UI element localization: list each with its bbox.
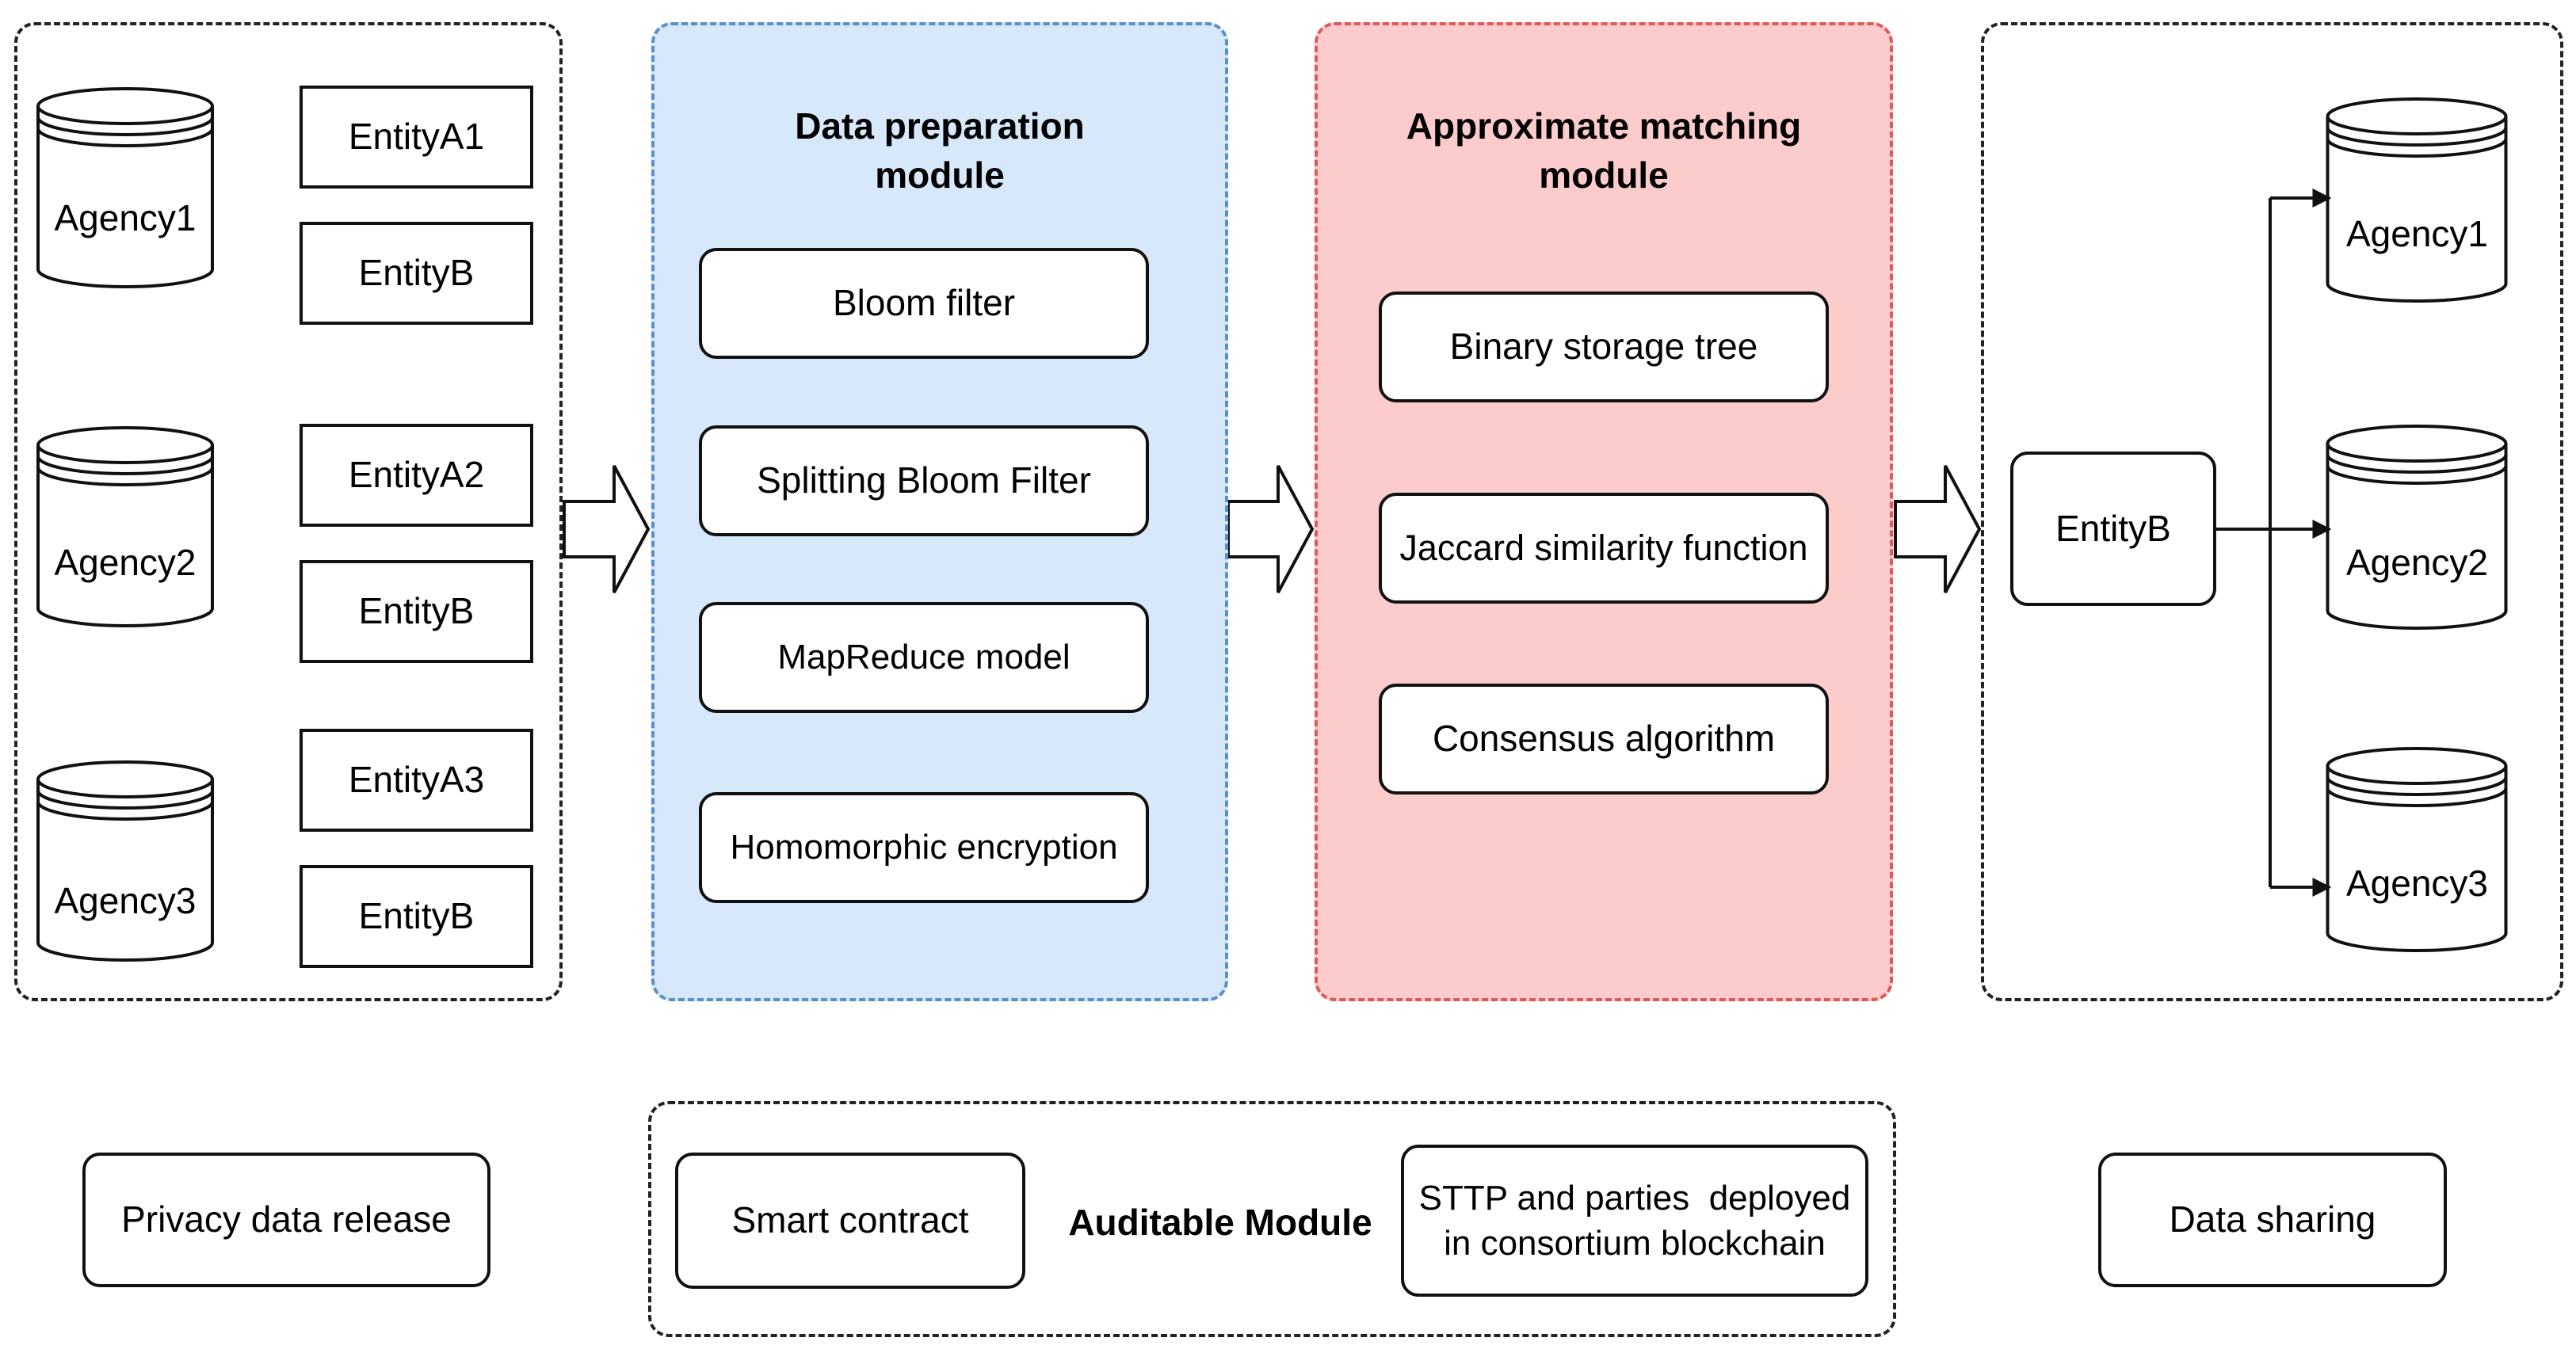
database-icon	[36, 426, 214, 627]
auditable-module-title: Auditable Module	[1068, 1202, 1372, 1243]
entity-box: EntityB	[300, 560, 533, 663]
auditable-module-region	[648, 1101, 1896, 1337]
entity-box: EntityB	[300, 222, 533, 325]
data-sharing-label: Data sharing	[2098, 1153, 2447, 1287]
sharing-region	[1981, 22, 2563, 1001]
release-agency-cylinders	[36, 87, 214, 962]
entity-box: EntityA1	[300, 86, 533, 189]
sharing-agency-label-1: Agency1	[2345, 213, 2488, 254]
privacy-data-release-label: Privacy data release	[82, 1153, 490, 1287]
sttp-consortium-blockchain-box: STTP and parties deployed in consortium …	[1401, 1145, 1868, 1297]
sharing-agency-label-2: Agency2	[2345, 542, 2488, 583]
flow-arrow-release-to-preparation	[563, 465, 651, 593]
entity-box: EntityA3	[300, 729, 533, 832]
step-homomorphic-encryption: Homomorphic encryption	[699, 792, 1149, 903]
release-region	[14, 22, 563, 1001]
database-icon	[2326, 747, 2508, 952]
database-icon	[2326, 425, 2508, 630]
release-agency-label-3: Agency3	[54, 880, 197, 921]
item-consensus-algorithm: Consensus algorithm	[1379, 684, 1829, 795]
database-icon	[2326, 97, 2508, 303]
item-binary-storage-tree: Binary storage tree	[1379, 292, 1829, 402]
item-jaccard-similarity-function: Jaccard similarity function	[1379, 493, 1829, 604]
release-agency-label-2: Agency2	[54, 542, 197, 583]
entity-box: EntityA2	[300, 424, 533, 527]
release-agency-label-1: Agency1	[54, 197, 197, 238]
flow-arrow-preparation-to-matching	[1227, 465, 1315, 593]
database-icon	[36, 760, 214, 962]
sharing-agency-cylinders	[2326, 97, 2508, 952]
step-splitting-bloom-filter: Splitting Bloom Filter	[699, 425, 1149, 536]
sharing-entity-box: EntityB	[2010, 452, 2216, 606]
matching-title: Approximate matching module	[1406, 105, 1802, 196]
preparation-title: Data preparation module	[795, 105, 1085, 196]
sharing-connector	[2214, 198, 2272, 887]
database-icon	[36, 87, 214, 288]
sharing-agency-label-3: Agency3	[2345, 863, 2488, 904]
step-mapreduce-model: MapReduce model	[699, 602, 1149, 713]
flow-arrow-matching-to-sharing	[1894, 465, 1982, 593]
smart-contract-box: Smart contract	[675, 1153, 1025, 1289]
step-bloom-filter: Bloom filter	[699, 248, 1149, 359]
entity-box: EntityB	[300, 865, 533, 968]
